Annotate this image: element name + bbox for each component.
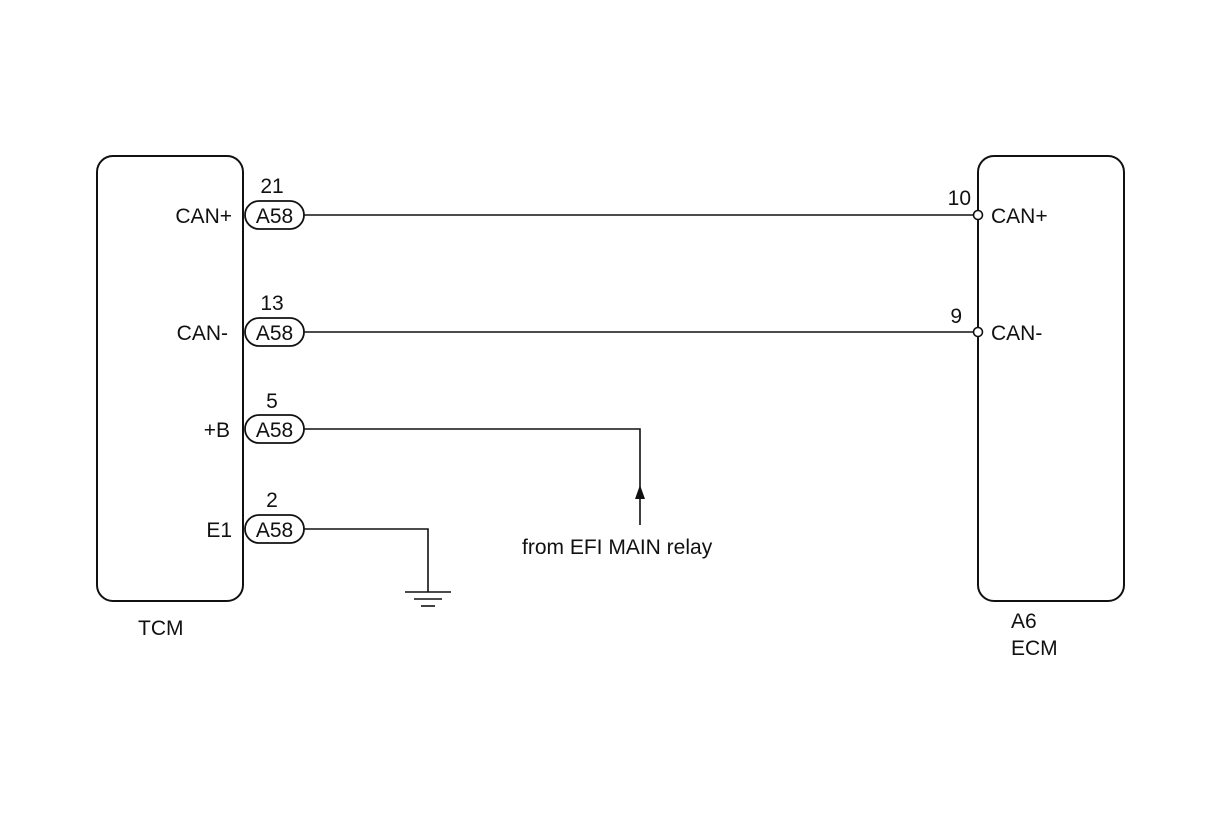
- wire-plus-b: [304, 428, 641, 525]
- arrow-up-icon: [635, 485, 645, 499]
- tcm-box: [96, 155, 244, 602]
- tcm-connector-label-e1: A58: [256, 519, 293, 542]
- tcm-connector-can-minus: [244, 317, 305, 347]
- ecm-pin-number-can-plus: 10: [948, 187, 971, 210]
- tcm-pin-label-can-minus: CAN-: [177, 322, 228, 345]
- tcm-connector-can-plus: [244, 200, 305, 230]
- tcm-pin-label-e1: E1: [206, 519, 232, 542]
- tcm-connector-label-can-minus: A58: [256, 322, 293, 345]
- ecm-box: [977, 155, 1125, 602]
- ecm-pin-label-can-plus: CAN+: [991, 205, 1048, 228]
- tcm-connector-plus-b: [244, 414, 305, 444]
- ecm-name: ECM: [1011, 637, 1058, 660]
- tcm-pin-label-can-plus: CAN+: [175, 205, 232, 228]
- ecm-pin-label-can-minus: CAN-: [991, 322, 1042, 345]
- tcm-pin-label-plus-b: +B: [204, 419, 230, 442]
- ecm-terminal-can-minus: [972, 326, 984, 338]
- tcm-name: TCM: [138, 617, 184, 640]
- tcm-pin-number-plus-b: 5: [266, 390, 278, 413]
- tcm-pin-number-e1: 2: [266, 489, 278, 512]
- ecm-terminal-can-plus: [972, 209, 984, 221]
- ecm-connector-id: A6: [1011, 610, 1037, 633]
- ground-icon: [405, 591, 451, 607]
- wire-e1: [304, 528, 429, 592]
- power-source-label: from EFI MAIN relay: [522, 536, 713, 559]
- tcm-pin-number-can-minus: 13: [260, 292, 283, 315]
- tcm-connector-label-plus-b: A58: [256, 419, 293, 442]
- tcm-connector-label-can-plus: A58: [256, 205, 293, 228]
- tcm-pin-number-can-plus: 21: [260, 175, 283, 198]
- ecm-pin-number-can-minus: 9: [950, 305, 962, 328]
- tcm-connector-e1: [244, 514, 305, 544]
